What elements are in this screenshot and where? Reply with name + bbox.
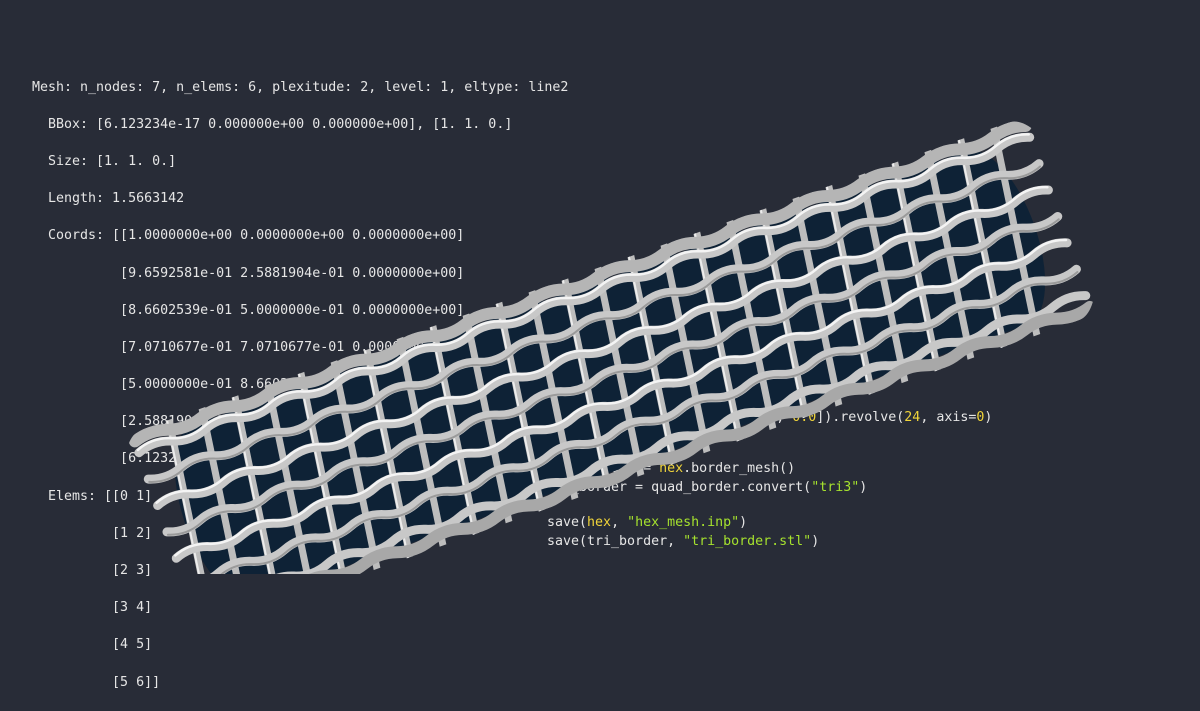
code-line-revolve: d.translate([0.0, 2.0, 0.0]).revolve(24,… [560,410,993,425]
elems-line: [5 6]] [32,674,161,690]
code-line-mesh: (hex, name='hex') [560,428,729,443]
elems-line: [1 2] [32,525,153,541]
coords-line: [2.5881904e-01 9.6592581e-01 0.0000000e+… [32,414,465,430]
coords-line: [6.1232343e-17 1.0000000e+00 0.0000000e+… [32,451,473,467]
elems-line: [3 4] [32,600,153,616]
code-line-quad-border: quad_border = hex.border_mesh() [547,461,796,476]
code-line-tri-border: tri_border = quad_border.convert("tri3") [547,480,868,495]
code-line-save-tri: save(tri_border, "tri_border.stl") [547,534,820,549]
mesh-summary-line: Mesh: n_nodes: 7, n_elems: 6, plexitude:… [32,79,569,95]
terminal-output: Mesh: n_nodes: 7, n_elems: 6, plexitude:… [32,60,568,711]
elems-line: [2 3] [32,563,153,579]
size-line: Size: [1. 1. 0.] [32,153,177,169]
code-line-div: , arc], div=4) [640,373,849,388]
code-line-save-hex: save(hex, "hex_mesh.inp") [547,515,748,530]
coords-line: Coords: [[1.0000000e+00 0.0000000e+00 0.… [32,228,465,244]
coords-line: [7.0710677e-01 7.0710677e-01 0.0000000e+… [32,339,465,355]
length-line: Length: 1.5663142 [32,191,185,207]
elems-line: Elems: [[0 1] [32,488,153,504]
coords-line: [8.6602539e-01 5.0000000e-01 0.0000000e+… [32,302,465,318]
coords-line: [5.0000000e-01 8.6602539e-01 0.0000000e+… [32,377,465,393]
bbox-line: BBox: [6.123234e-17 0.000000e+00 0.00000… [32,116,513,132]
code-line-partial: ], [547,317,876,332]
coords-line: [9.6592581e-01 2.5881904e-01 0.0000000e+… [32,265,465,281]
elems-line: [4 5] [32,637,153,653]
